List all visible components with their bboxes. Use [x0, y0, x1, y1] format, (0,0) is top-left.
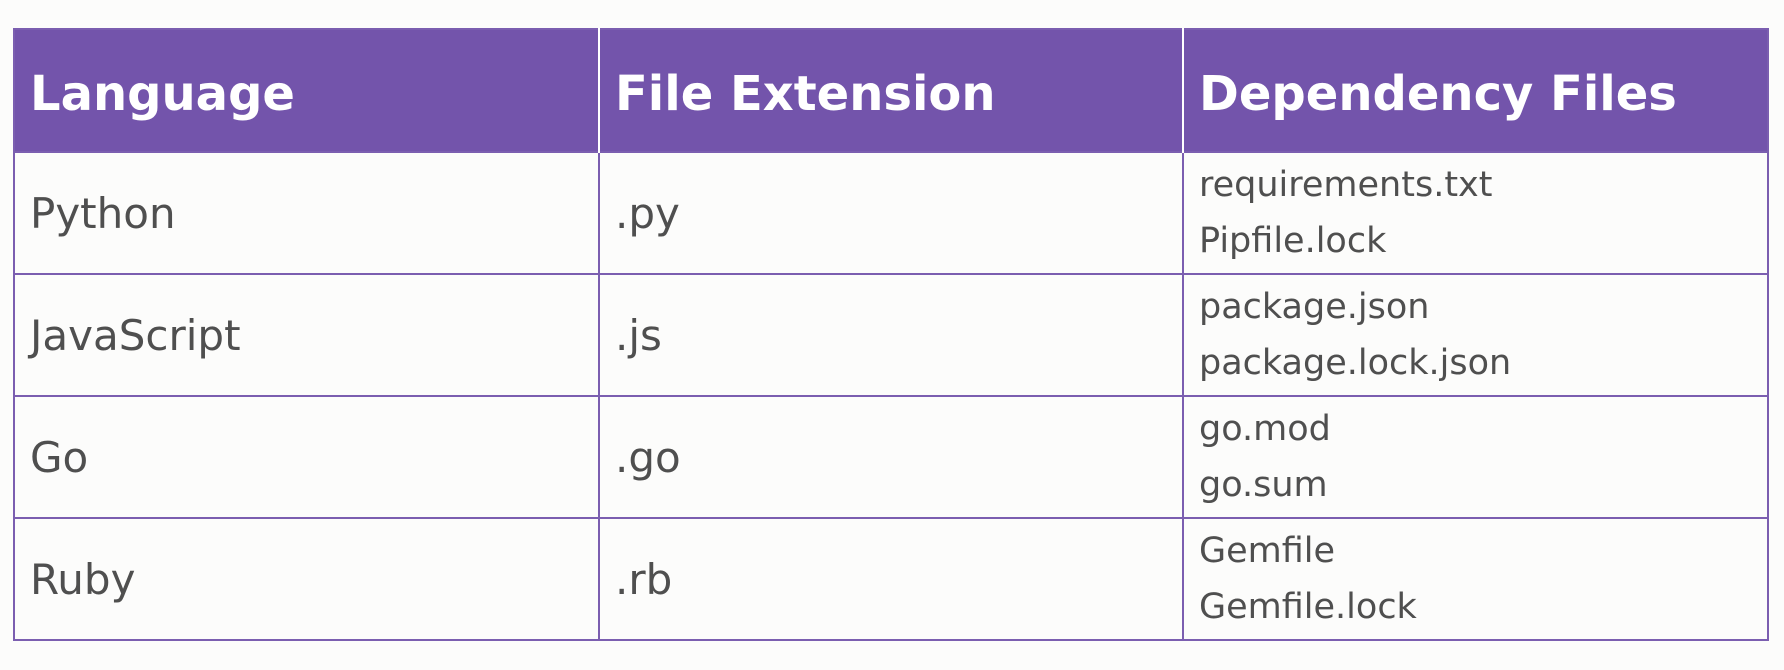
cell-extension: .go — [598, 395, 1184, 519]
table-container: Language File Extension Dependency Files… — [13, 28, 1769, 641]
cell-language: Go — [13, 395, 600, 519]
dependency-file: requirements.txt — [1199, 165, 1493, 205]
cell-language: Ruby — [13, 517, 600, 641]
dependency-file: Gemfile.lock — [1199, 587, 1417, 627]
table-row: Go .go go.mod go.sum — [13, 395, 1769, 519]
table-row: JavaScript .js package.json package.lock… — [13, 273, 1769, 397]
cell-dependency-files: go.mod go.sum — [1182, 395, 1769, 519]
cell-extension: .py — [598, 151, 1184, 275]
cell-dependency-files: package.json package.lock.json — [1182, 273, 1769, 397]
table-row: Python .py requirements.txt Pipfile.lock — [13, 151, 1769, 275]
cell-dependency-files: requirements.txt Pipfile.lock — [1182, 151, 1769, 275]
dependency-file: Pipfile.lock — [1199, 221, 1387, 261]
header-language: Language — [14, 29, 599, 152]
cell-language: Python — [13, 151, 600, 275]
header-file-extension: File Extension — [598, 29, 1183, 152]
table-row: Ruby .rb Gemfile Gemfile.lock — [13, 517, 1769, 641]
dependency-file: go.mod — [1199, 409, 1331, 449]
dependency-table: Language File Extension Dependency Files… — [13, 28, 1769, 641]
cell-language: JavaScript — [13, 273, 600, 397]
dependency-file: package.lock.json — [1199, 343, 1512, 383]
cell-dependency-files: Gemfile Gemfile.lock — [1182, 517, 1769, 641]
dependency-file: package.json — [1199, 287, 1430, 327]
cell-extension: .js — [598, 273, 1184, 397]
dependency-file: go.sum — [1199, 465, 1328, 505]
header-dependency-files: Dependency Files — [1182, 29, 1768, 152]
table-header-row: Language File Extension Dependency Files — [14, 29, 1768, 152]
cell-extension: .rb — [598, 517, 1184, 641]
dependency-file: Gemfile — [1199, 531, 1336, 571]
